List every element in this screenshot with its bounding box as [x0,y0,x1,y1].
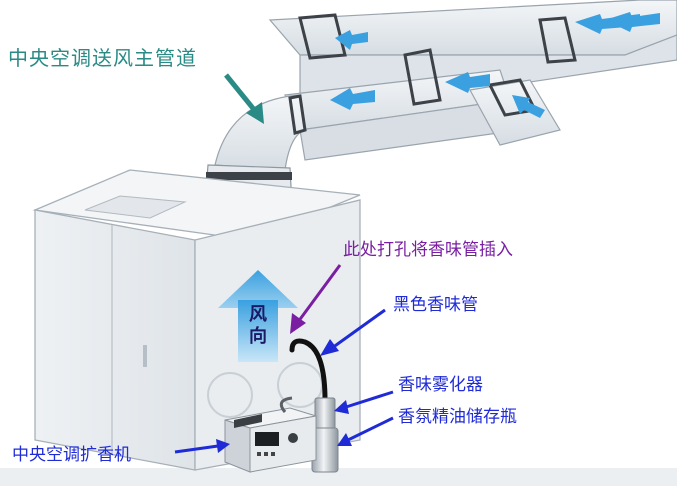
floor [0,468,677,486]
punch-hole-label: 此处打孔将香味管插入 [343,240,513,260]
main-duct-label: 中央空调送风主管道 [8,46,197,70]
black-tube-label: 黑色香味管 [393,295,478,315]
flow-arrow-icon [330,12,660,118]
oil-bottle-label: 香氛精油储存瓶 [398,407,517,427]
wind-direction-label: 风 向 [246,304,270,348]
atomizer-and-bottle [311,397,339,473]
scent-diffuser-machine [224,396,317,473]
diffuser-label: 中央空调扩香机 [12,445,131,465]
main-air-duct [204,0,677,206]
wind-char-1: 风 [249,304,267,325]
black-scent-tube [289,338,328,403]
wind-char-2: 向 [249,326,267,347]
wind-arrow-shaft [238,300,278,362]
callout-arrow-icon [174,73,394,454]
atomizer-label: 香味雾化器 [398,375,483,395]
